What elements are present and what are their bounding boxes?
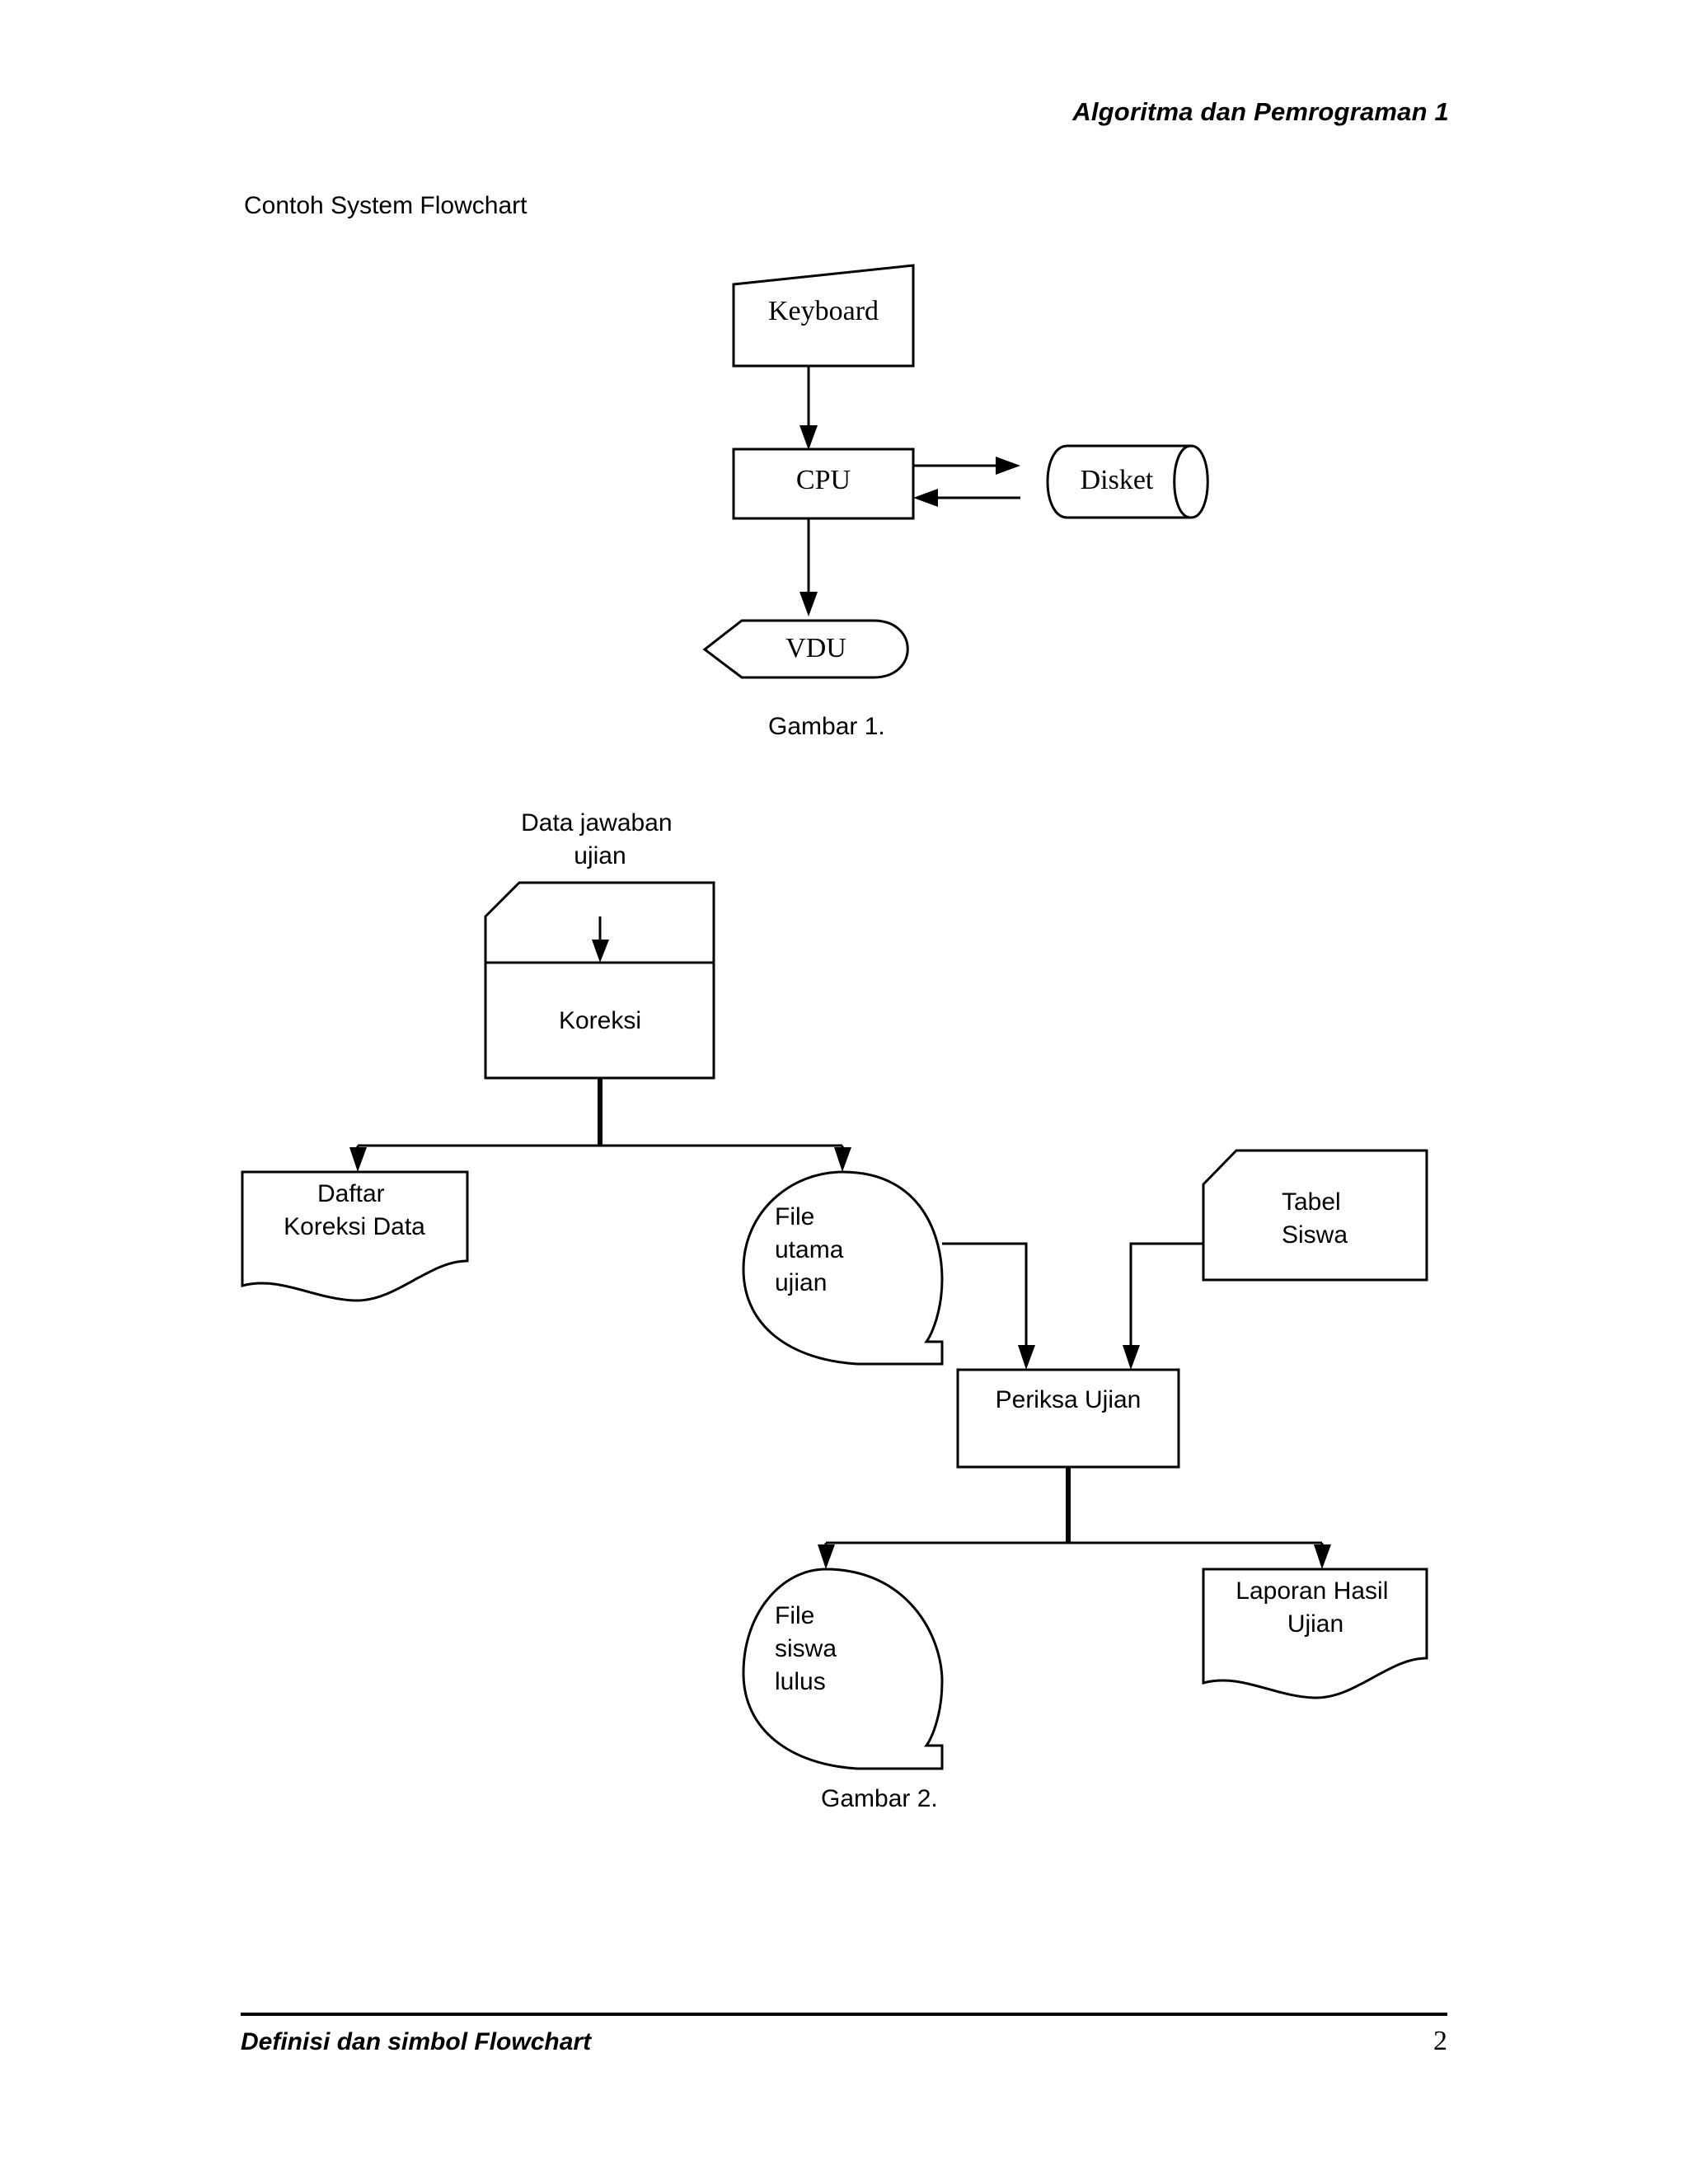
- node-data-jawaban-ujian-label: Data jawaban ujian: [521, 809, 679, 869]
- edge-disket-cpu: [913, 489, 1020, 507]
- node-periksa-ujian: Periksa Ujian: [956, 1368, 1180, 1469]
- node-file-utama-ujian-label: File utama ujian: [775, 1203, 851, 1296]
- node-cpu: CPU: [732, 448, 915, 520]
- edge-file-utama-periksa: [942, 1242, 1035, 1370]
- node-file-utama-ujian: File utama ujian: [742, 1170, 944, 1366]
- node-disket-label: Disket: [1081, 465, 1154, 495]
- edge-data-koreksi: [592, 916, 609, 963]
- node-vdu-label: VDU: [785, 633, 846, 663]
- edge-cpu-disket: [913, 457, 1020, 475]
- node-tabel-siswa: Tabel Siswa: [1202, 1149, 1428, 1282]
- running-header: Algoritma dan Pemrograman 1: [1072, 97, 1449, 126]
- node-file-siswa-lulus: File siswa lulus: [742, 1568, 944, 1770]
- node-periksa-ujian-label: Periksa Ujian: [996, 1386, 1142, 1413]
- edge-periksa-split: [818, 1467, 1331, 1569]
- node-koreksi: Koreksi: [484, 961, 715, 1080]
- node-data-jawaban-ujian: Data jawaban ujian: [484, 809, 715, 1052]
- node-laporan-hasil-ujian-label: Laporan Hasil Ujian: [1236, 1577, 1395, 1638]
- node-laporan-hasil-ujian: Laporan Hasil Ujian: [1202, 1568, 1428, 1699]
- node-file-siswa-lulus-label: File siswa lulus: [775, 1602, 843, 1695]
- figure-2-caption: Gambar 2.: [821, 1785, 938, 1812]
- node-koreksi-label: Koreksi: [559, 1007, 641, 1034]
- edge-koreksi-split: [349, 1078, 851, 1172]
- node-disket: Disket: [1046, 444, 1209, 519]
- node-cpu-label: CPU: [796, 465, 851, 495]
- edge-tabel-siswa-periksa: [1123, 1242, 1203, 1370]
- page-number: 2: [1433, 2026, 1447, 2056]
- node-vdu: VDU: [702, 619, 909, 679]
- footer: Definisi dan simbol Flowchart 2: [241, 2026, 1447, 2057]
- node-daftar-koreksi-data-label: Daftar Koreksi Data: [284, 1180, 425, 1240]
- node-keyboard: Keyboard: [732, 264, 915, 368]
- node-tabel-siswa-label: Tabel Siswa: [1282, 1188, 1348, 1249]
- node-daftar-koreksi-data: Daftar Koreksi Data: [241, 1170, 469, 1302]
- edge-cpu-vdu: [799, 518, 818, 616]
- footer-divider: [241, 2013, 1447, 2016]
- figure-1-caption: Gambar 1.: [768, 713, 885, 740]
- edge-keyboard-cpu: [799, 366, 818, 450]
- footer-title: Definisi dan simbol Flowchart: [241, 2028, 592, 2055]
- node-keyboard-label: Keyboard: [768, 296, 879, 326]
- section-title: Contoh System Flowchart: [244, 192, 528, 219]
